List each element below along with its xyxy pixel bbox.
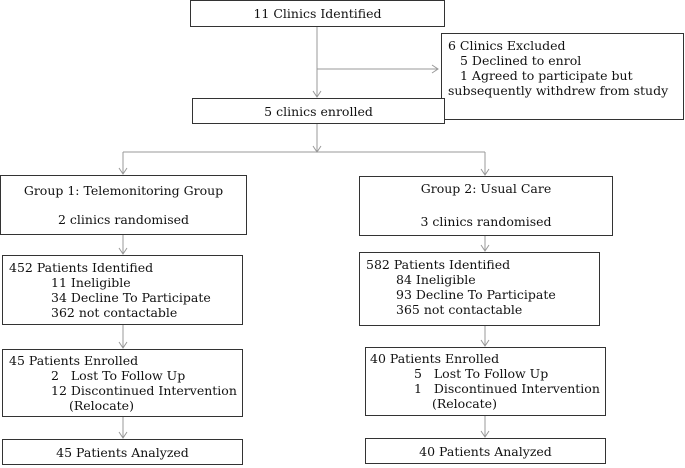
- group1-analyzed-box: 45 Patients Analyzed: [2, 439, 243, 465]
- group1-title: Group 1: Telemonitoring Group: [23, 183, 224, 198]
- g1-identified-item: 34 Decline To Participate: [51, 290, 211, 305]
- g2-identified-item: 93 Decline To Participate: [396, 287, 556, 302]
- arrowhead-enrolled: [312, 90, 322, 98]
- arrowhead-g2-enrolled: [480, 339, 490, 347]
- clinics-excluded-box: 6 Clinics Excluded 5 Declined to enrol 1…: [441, 33, 684, 120]
- arrowhead-excluded: [431, 64, 439, 74]
- g2-enrolled-item: 1 Discontinued Intervention: [414, 381, 600, 396]
- clinics-identified-box: 11 Clinics Identified: [190, 0, 445, 27]
- group2-box: Group 2: Usual Care 3 clinics randomised: [359, 176, 613, 236]
- clinics-enrolled-label: 5 clinics enrolled: [264, 104, 373, 119]
- g2-identified-item: 365 not contactable: [396, 302, 523, 317]
- group2-identified-box: 582 Patients Identified 84 Ineligible 93…: [359, 252, 600, 326]
- g1-identified-item: 362 not contactable: [51, 305, 178, 320]
- excluded-title: 6 Clinics Excluded: [448, 38, 566, 53]
- g2-identified-item: 84 Ineligible: [396, 272, 476, 287]
- group2-title: Group 2: Usual Care: [420, 181, 552, 196]
- g2-enrolled-item: 5 Lost To Follow Up: [414, 366, 549, 381]
- arrowhead-g1-identified: [118, 247, 128, 255]
- group2-analyzed-box: 40 Patients Analyzed: [365, 438, 606, 464]
- group1-enrolled-box: 45 Patients Enrolled 2 Lost To Follow Up…: [2, 349, 243, 417]
- arrowhead-g2-identified: [480, 244, 490, 252]
- clinics-identified-label: 11 Clinics Identified: [253, 6, 382, 21]
- g1-identified-item: 11 Ineligible: [51, 275, 131, 290]
- arrowhead-group2: [480, 168, 490, 176]
- group1-box: Group 1: Telemonitoring Group 2 clinics …: [0, 175, 247, 235]
- excluded-item: 5 Declined to enrol: [460, 53, 582, 68]
- excluded-item: 1 Agreed to participate but: [460, 68, 633, 83]
- group1-identified-box: 452 Patients Identified 11 Ineligible 34…: [2, 255, 243, 325]
- clinics-enrolled-box: 5 clinics enrolled: [192, 98, 445, 124]
- g1-enrolled-item: 12 Discontinued Intervention: [51, 383, 237, 398]
- group2-clinics: 3 clinics randomised: [420, 214, 552, 229]
- g1-analyzed-label: 45 Patients Analyzed: [56, 445, 189, 460]
- g2-enrolled-title: 40 Patients Enrolled: [370, 351, 500, 366]
- g1-identified-title: 452 Patients Identified: [9, 260, 154, 275]
- group2-enrolled-box: 40 Patients Enrolled 5 Lost To Follow Up…: [365, 347, 606, 416]
- arrowhead-g2-analyzed: [480, 430, 490, 438]
- group1-clinics: 2 clinics randomised: [57, 212, 190, 227]
- g2-enrolled-item: (Relocate): [432, 396, 497, 411]
- g1-enrolled-title: 45 Patients Enrolled: [9, 353, 139, 368]
- g1-enrolled-item: (Relocate): [69, 398, 134, 413]
- excluded-item: subsequently withdrew from study: [448, 83, 669, 98]
- g2-identified-title: 582 Patients Identified: [366, 257, 511, 272]
- g2-analyzed-label: 40 Patients Analyzed: [419, 444, 552, 459]
- arrowhead-g1-enrolled: [118, 341, 128, 349]
- arrowhead-g1-analyzed: [118, 431, 128, 439]
- g1-enrolled-item: 2 Lost To Follow Up: [51, 368, 186, 383]
- arrowhead-group1: [118, 167, 128, 175]
